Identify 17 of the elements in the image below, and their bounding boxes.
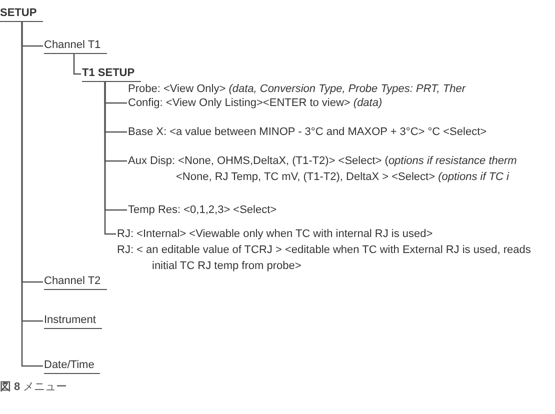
menu-item: Date/Time xyxy=(44,357,100,374)
setting-text: Config: <View Only Listing><ENTER to view> (data) xyxy=(128,95,382,111)
menu-item: Channel T1 xyxy=(44,37,107,54)
menu-item: T1 SETUP xyxy=(82,65,141,82)
menu-item: Channel T2 xyxy=(44,273,107,290)
setting-text: Temp Res: <0,1,2,3> <Select> xyxy=(128,202,277,218)
setting-text: <None, RJ Temp, TC mV, (T1-T2), DeltaX > <Select> (options if TC i xyxy=(175,170,510,185)
setting-text: Base X: <a value between MINOP - 3°C and MAXOP + 3°C> °C <Select> xyxy=(128,124,487,140)
figure-caption: 図 8 メニュー xyxy=(0,380,68,394)
setting-text: RJ: < an editable value of TCRJ > <editable when TC with External RJ is used, reads initial TC RJ temp from probe> xyxy=(117,243,532,274)
menu-item: Instrument xyxy=(44,312,102,329)
setting-text: Probe: <View Only> (data, Conversion Type, Probe Types: PRT, Ther xyxy=(128,81,466,97)
setting-text: Aux Disp: <None, OHMS,DeltaX, (T1-T2)> <Select> (options if resistance therm xyxy=(128,154,517,169)
setting-text: RJ: <Internal> <Viewable only when TC with internal RJ is used> xyxy=(117,227,434,242)
menu-item: SETUP xyxy=(0,5,43,22)
tree-line xyxy=(104,82,116,235)
tree-line xyxy=(73,54,81,75)
